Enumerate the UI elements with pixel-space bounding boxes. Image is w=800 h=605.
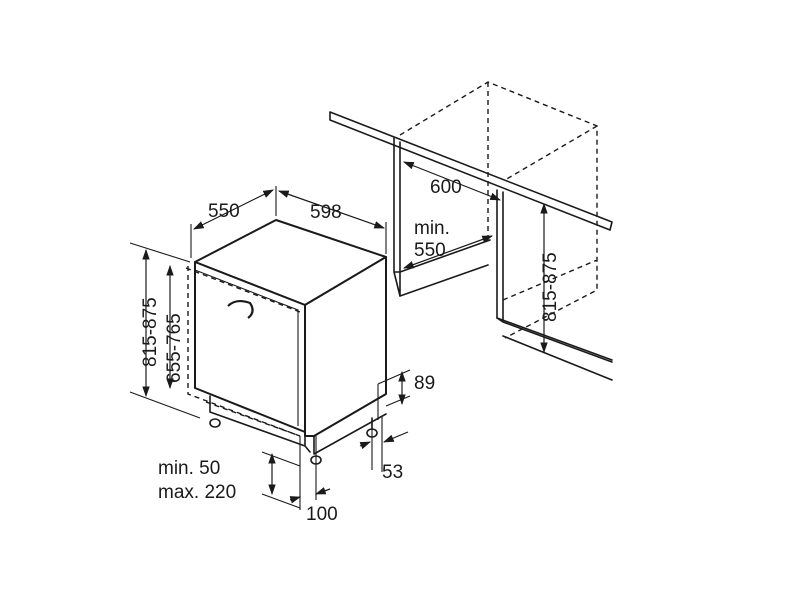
gap-min-label: min. 50 [158, 458, 220, 479]
niche-outline [399, 81, 598, 339]
niche-height-label: 815-875 [540, 252, 561, 322]
niche-depth-label: 550 [414, 240, 446, 261]
door-height-label: 655-765 [164, 313, 185, 383]
recess-dim-right [383, 431, 409, 443]
gap-max-label: max. 220 [158, 482, 236, 503]
width-ext-lines [275, 186, 387, 254]
right-cabinet-panel [496, 189, 504, 321]
niche-drawing: 600 min. 550 815-875 [329, 81, 613, 381]
offset-label: 100 [306, 504, 338, 525]
right-cabinet-base [496, 317, 613, 381]
plinth-height-label: 89 [414, 373, 435, 394]
width-dim [277, 190, 386, 229]
height-label: 815-875 [140, 297, 161, 367]
height-ext-lines [129, 242, 201, 419]
niche-depth-dim [402, 235, 494, 269]
gap-ext-lines [261, 436, 317, 510]
left-cabinet-panel [393, 137, 401, 297]
niche-width-dim [402, 161, 502, 201]
door-handle [227, 299, 254, 319]
appliance-door [194, 261, 306, 433]
recess-dim [359, 441, 372, 450]
niche-depth-prefix: min. [414, 218, 450, 239]
dishwasher-drawing: 598 550 815-875 655-765 89 53 min. 50 ma… [129, 186, 435, 525]
depth-dim [193, 189, 274, 230]
offset-dim-right [314, 487, 331, 495]
plinth-outline-dashed [205, 401, 301, 437]
recess-label: 53 [382, 462, 403, 483]
depth-label: 550 [208, 201, 240, 222]
door-decor-panel [185, 266, 301, 437]
worktop-edge [329, 111, 613, 231]
width-label: 598 [310, 202, 342, 223]
appliance-base [209, 395, 387, 455]
recess-ext-lines [371, 416, 383, 472]
niche-width-label: 600 [430, 177, 462, 198]
offset-dim-left [289, 496, 302, 504]
foot-left [209, 418, 221, 428]
door-inner-edge [194, 269, 299, 426]
